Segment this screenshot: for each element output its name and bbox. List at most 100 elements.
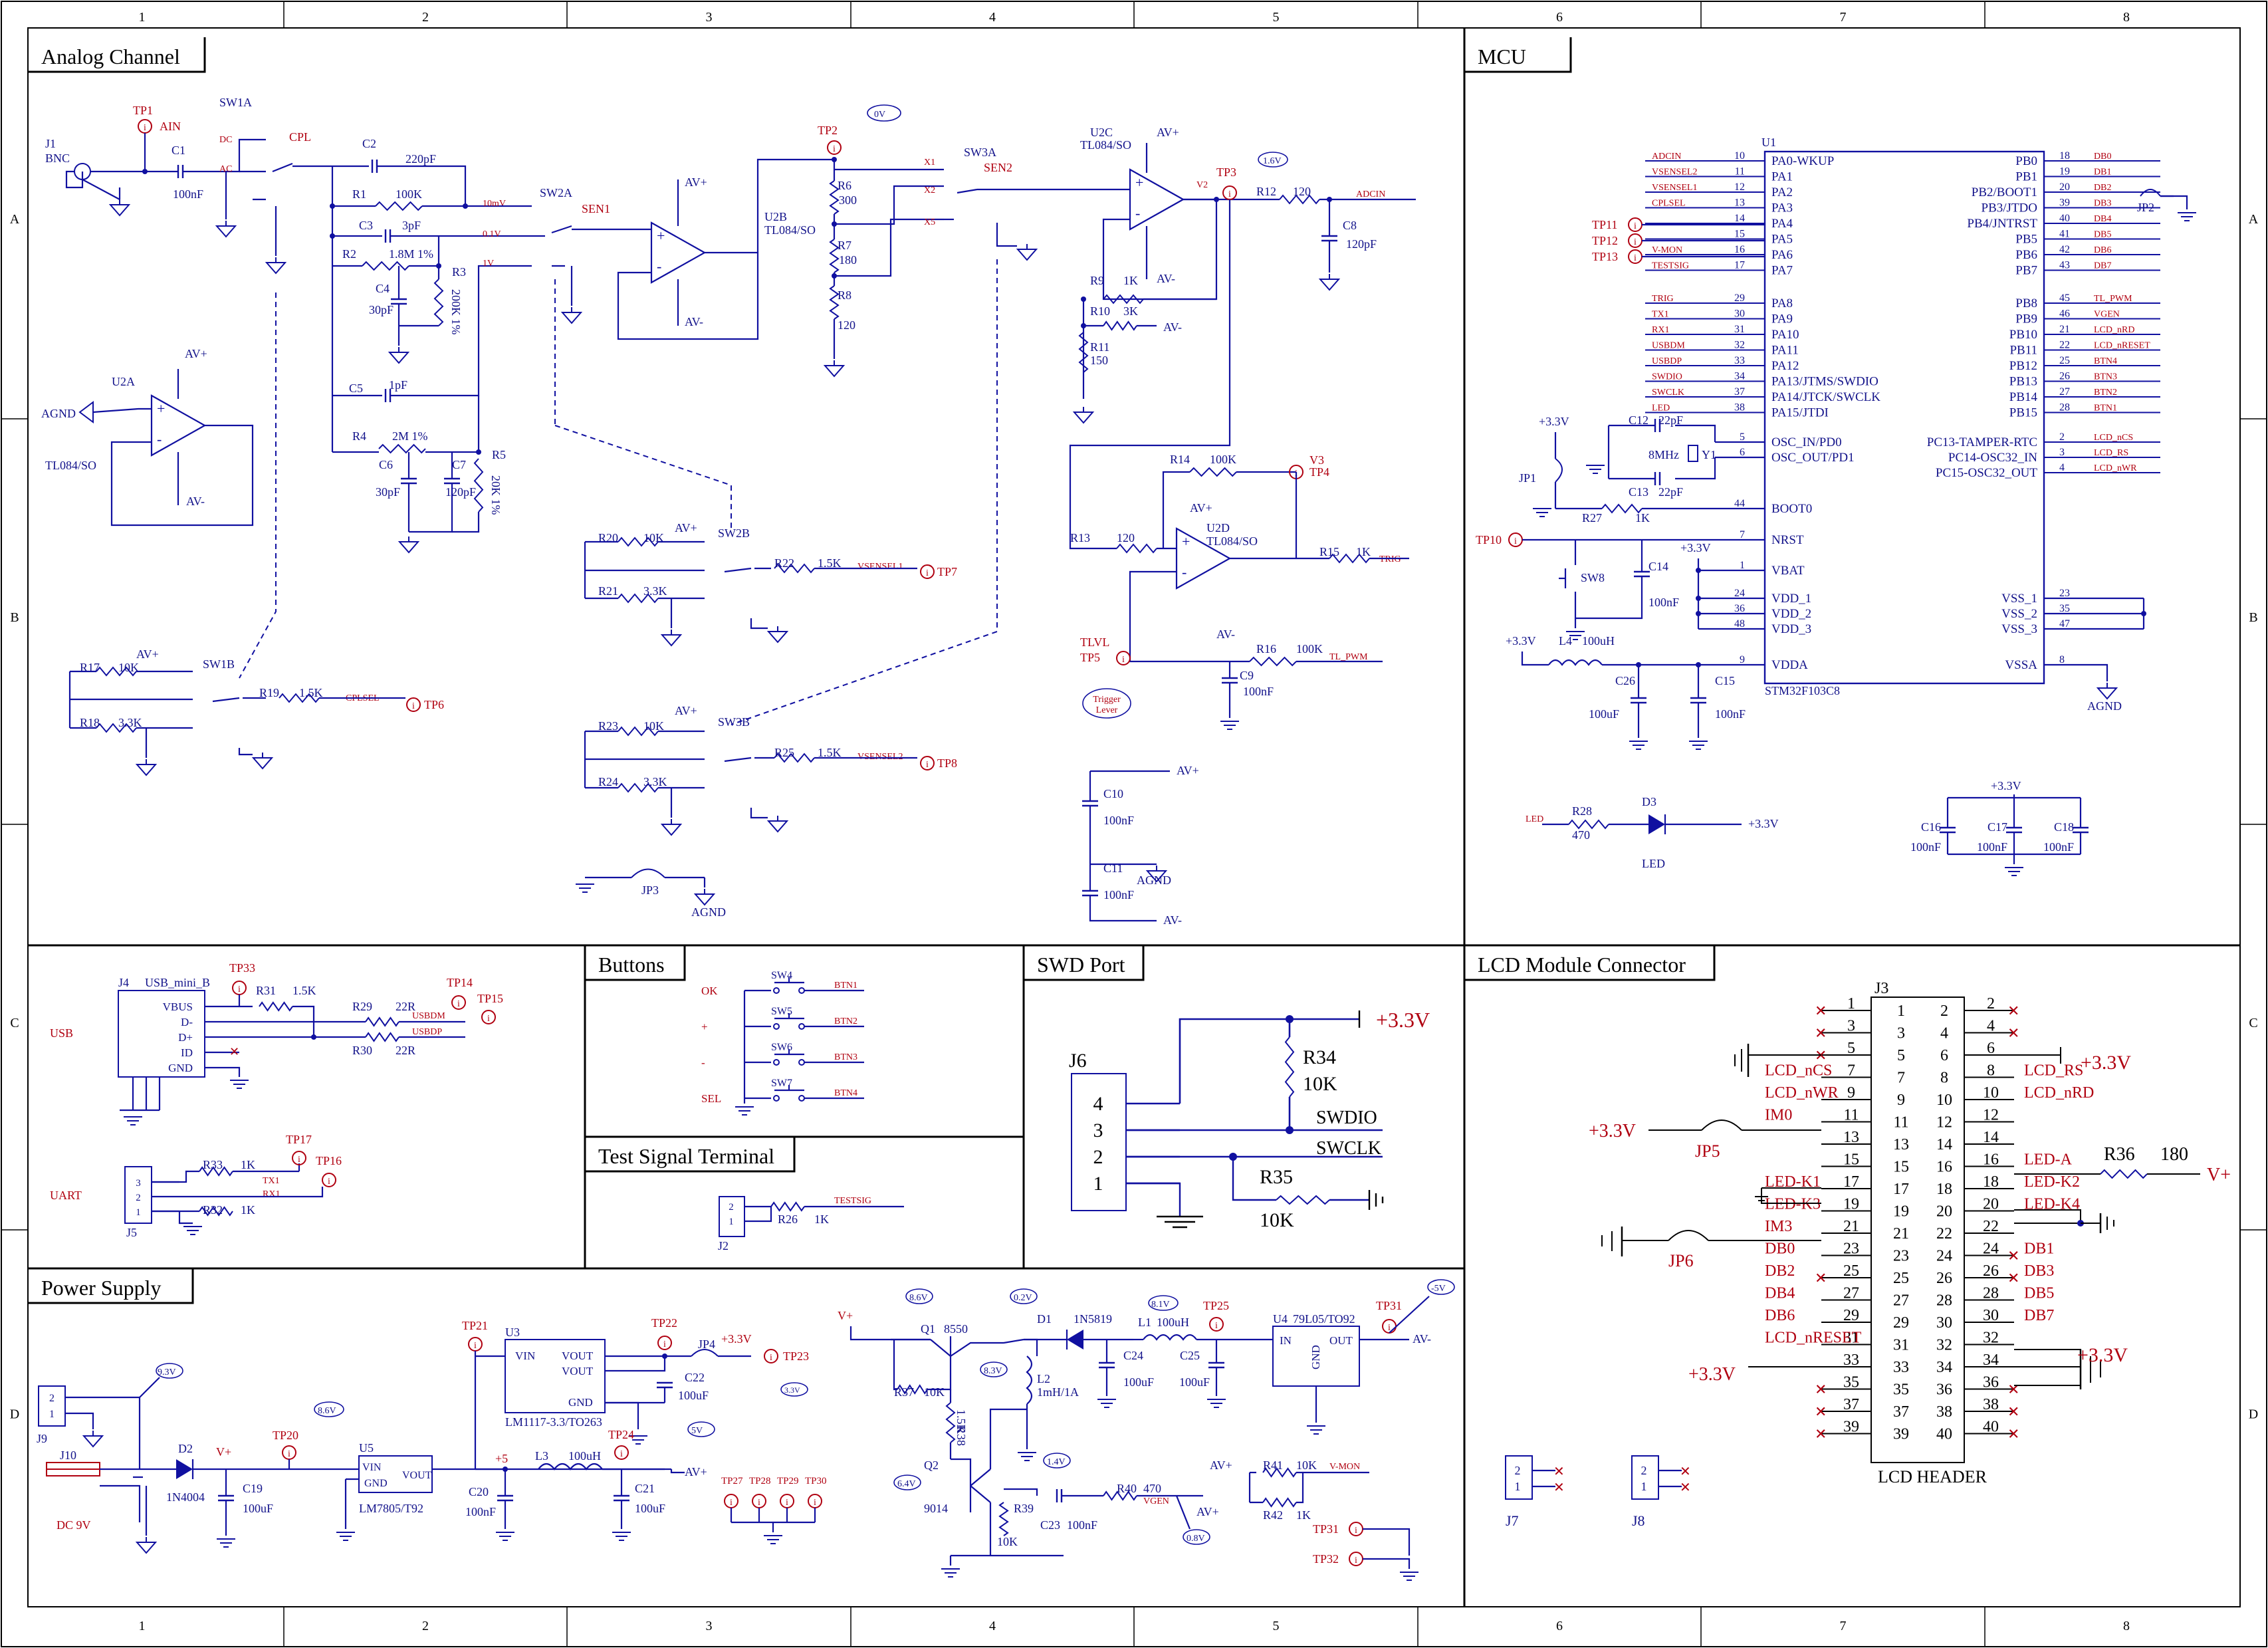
lcd-pin-number: 19	[1843, 1196, 1859, 1213]
lcd-pin-number: 35	[1893, 1381, 1909, 1399]
label: Trigger	[1093, 695, 1121, 705]
resistor-symbol	[1249, 656, 1297, 667]
button-contact-icon[interactable]	[798, 1059, 805, 1066]
lcd-net-label: DB1	[2024, 1240, 2054, 1258]
label: 10K	[1260, 1209, 1294, 1231]
lcd-pin-number: 6	[1987, 1040, 1995, 1057]
wire	[1162, 471, 1190, 548]
resistor-symbol	[1329, 553, 1370, 564]
resistor-symbol	[362, 261, 409, 271]
no-connect-icon: ✕	[1680, 1465, 1691, 1479]
label: R34	[1303, 1046, 1336, 1068]
resistor-symbol	[1262, 1497, 1297, 1508]
junction-dot	[1081, 296, 1086, 302]
lcd-pin-number: 3	[1897, 1025, 1905, 1042]
no-connect-icon: ✕	[1815, 1403, 1827, 1420]
label: R25	[774, 746, 794, 759]
no-connect-icon: ✕	[1553, 1465, 1565, 1479]
button-contact-icon[interactable]	[798, 987, 805, 994]
label: 120pF	[1346, 237, 1377, 251]
label: TP4	[1309, 465, 1329, 479]
label: VDD_1	[1771, 592, 1811, 606]
pin-number: 34	[1734, 371, 1745, 382]
resistor-symbol	[1103, 294, 1144, 304]
button-contact-icon[interactable]	[773, 1059, 780, 1066]
test-point-icon	[406, 697, 421, 712]
label: +3.3V	[1680, 541, 1711, 554]
resistor-symbol	[774, 753, 815, 763]
label: V2	[1196, 180, 1208, 190]
label: AV-	[1216, 628, 1235, 641]
button-contact-icon[interactable]	[798, 1095, 805, 1102]
net-label: ADCIN	[1652, 152, 1681, 162]
button-contact-icon[interactable]	[773, 1023, 780, 1030]
net-label: USBDM	[1652, 341, 1685, 351]
label: C25	[1180, 1349, 1200, 1362]
column-marker: 8	[2123, 1619, 2130, 1633]
junction-dot	[142, 169, 148, 174]
label: 2	[729, 1202, 734, 1213]
lcd-pin-number: 10	[1936, 1092, 1952, 1109]
lcd-pin-number: 19	[1893, 1203, 1909, 1221]
button-contact-icon[interactable]	[773, 987, 780, 994]
wire	[1363, 1528, 1411, 1556]
label: SW1B	[203, 657, 235, 671]
label: TL084/SO	[1080, 138, 1131, 152]
label: TL084/SO	[1206, 534, 1258, 548]
label: C8	[1343, 219, 1357, 232]
button-contact-icon[interactable]	[773, 1095, 780, 1102]
label: 3.3K	[118, 716, 142, 729]
button-contact-icon[interactable]	[798, 1023, 805, 1030]
resistor-symbol	[897, 1384, 928, 1395]
resistor-symbol	[375, 201, 423, 211]
resistor-symbol	[1116, 543, 1157, 554]
label: 24	[1734, 588, 1745, 599]
voltage-bubble	[1427, 1279, 1455, 1295]
test-point-icon	[614, 1445, 629, 1460]
label: X1	[924, 158, 935, 168]
label: R10	[1090, 304, 1110, 318]
wire	[179, 1187, 324, 1198]
lcd-pin-number: 12	[1936, 1114, 1952, 1131]
label: AGND	[2087, 699, 2122, 713]
agnd-ground-icon	[135, 764, 158, 776]
resistor-symbol	[365, 1016, 399, 1027]
label: 10K	[1303, 1073, 1337, 1095]
section-title: MCU	[1478, 45, 1526, 68]
pin-number: 26	[2059, 371, 2070, 382]
voltage-bubble	[687, 1421, 715, 1437]
lcd-net-label: LCD_RS	[2024, 1062, 2083, 1080]
section-title: LCD Module Connector	[1478, 953, 1686, 977]
resistor-symbol	[829, 239, 840, 273]
label: USBDP	[412, 1027, 442, 1037]
lcd-pin-number: 2	[1987, 995, 1995, 1012]
lcd-pin-number: 26	[1983, 1262, 1999, 1280]
label: C13	[1629, 485, 1648, 499]
label: 1	[136, 1207, 141, 1218]
label: AV-	[186, 495, 205, 508]
lcd-pin-number: 29	[1843, 1307, 1859, 1324]
column-marker: 7	[1840, 1619, 1847, 1633]
no-connect-icon: ✕	[2007, 1025, 2019, 1042]
label: 100nF	[1977, 840, 2007, 854]
label: 100uF	[1589, 707, 1619, 721]
label: +5	[495, 1452, 508, 1465]
wire	[750, 808, 768, 819]
net-label: RX1	[1652, 325, 1669, 335]
pin-name: PC15-OSC32_OUT	[1936, 466, 2037, 480]
label: Q2	[924, 1459, 939, 1472]
label: R19	[259, 686, 279, 699]
label: AV+	[1190, 501, 1212, 515]
column-marker: 3	[706, 1619, 713, 1633]
usb-connector	[118, 990, 205, 1078]
voltage-bubble	[1258, 152, 1288, 168]
pin-number: 39	[2059, 197, 2070, 209]
label: R2	[342, 247, 356, 261]
label: R33	[203, 1158, 223, 1171]
label: 180	[2160, 1144, 2188, 1165]
resistor-symbol	[1078, 332, 1089, 373]
led-icon	[1648, 814, 1665, 834]
pin-number: 41	[2059, 229, 2070, 240]
label: D3	[1642, 795, 1656, 808]
